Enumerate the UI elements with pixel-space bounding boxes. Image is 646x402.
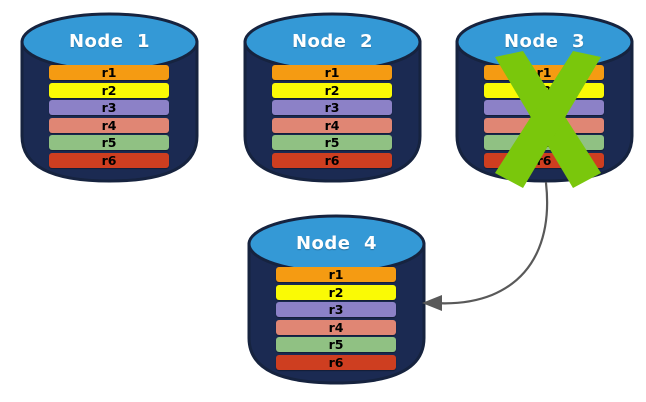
row-bar-r4[interactable]: r4 — [484, 117, 604, 133]
row-bar-r2[interactable]: r2 — [276, 284, 396, 300]
row-bar-r5[interactable]: r5 — [272, 135, 392, 150]
node-cylinder-node4[interactable]: Node 4 r1 r2 r3 r4 r5 r6 — [247, 210, 426, 385]
row-bar-r3[interactable]: r3 — [272, 100, 392, 115]
row-stack-node4: r1 r2 r3 r4 r5 r6 — [276, 267, 396, 370]
row-bar-r2[interactable]: r2 — [49, 82, 169, 98]
row-bar-r5[interactable]: r5 — [484, 135, 604, 150]
row-bar-r4[interactable]: r4 — [276, 319, 396, 335]
row-bar-r4[interactable]: r4 — [272, 117, 392, 133]
row-bar-r3[interactable]: r3 — [276, 302, 396, 317]
row-bar-r2[interactable]: r2 — [484, 82, 604, 98]
row-bar-r1[interactable]: r1 — [276, 267, 396, 282]
row-bar-r6[interactable]: r6 — [272, 152, 392, 168]
row-bar-r1[interactable]: r1 — [272, 65, 392, 80]
row-bar-r5[interactable]: r5 — [276, 337, 396, 352]
row-bar-r2[interactable]: r2 — [272, 82, 392, 98]
row-bar-r5[interactable]: r5 — [49, 135, 169, 150]
row-bar-r6[interactable]: r6 — [276, 354, 396, 370]
row-bar-r3[interactable]: r3 — [484, 100, 604, 115]
row-stack-node1: r1 r2 r3 r4 r5 r6 — [49, 65, 169, 168]
row-stack-node3: r1 r2 r3 r4 r5 r6 — [484, 65, 604, 168]
row-bar-r6[interactable]: r6 — [484, 152, 604, 168]
row-bar-r1[interactable]: r1 — [484, 65, 604, 80]
row-bar-r4[interactable]: r4 — [49, 117, 169, 133]
node-cylinder-node1[interactable]: Node 1 r1 r2 r3 r4 r5 r6 — [20, 8, 199, 183]
node-cylinder-node2[interactable]: Node 2 r1 r2 r3 r4 r5 r6 — [243, 8, 422, 183]
row-bar-r3[interactable]: r3 — [49, 100, 169, 115]
node-cylinder-node3[interactable]: Node 3 r1 r2 r3 r4 r5 r6 — [455, 8, 634, 188]
row-stack-node2: r1 r2 r3 r4 r5 r6 — [272, 65, 392, 168]
row-bar-r6[interactable]: r6 — [49, 152, 169, 168]
row-bar-r1[interactable]: r1 — [49, 65, 169, 80]
